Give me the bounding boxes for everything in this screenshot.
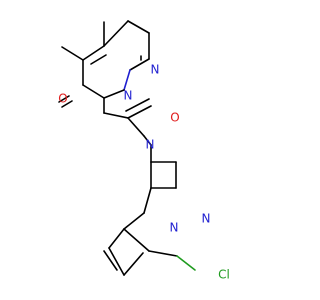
bond xyxy=(127,117,145,137)
bond xyxy=(82,84,105,99)
bond xyxy=(103,112,129,119)
bond xyxy=(103,20,129,47)
bond xyxy=(103,89,125,99)
atom-label-cl: Cl xyxy=(218,268,230,282)
atom-label-o: O xyxy=(58,92,67,106)
atom-labels: N N O O N N N Cl xyxy=(58,63,230,282)
atom-label-n: N xyxy=(124,89,133,103)
chemical-structure-diagram: N N O O N N N Cl xyxy=(58,20,230,282)
bond xyxy=(129,58,150,71)
atom-label-n: N xyxy=(151,63,160,77)
bond xyxy=(125,98,150,112)
bond xyxy=(61,46,84,61)
atom-label-o: O xyxy=(170,111,179,125)
bond xyxy=(58,95,70,103)
bond xyxy=(108,247,125,276)
bond xyxy=(108,228,125,249)
bond xyxy=(123,212,145,230)
bond xyxy=(143,187,152,214)
bond xyxy=(103,250,118,271)
atom-label-n: N xyxy=(202,212,211,226)
bond xyxy=(61,100,73,108)
bond xyxy=(123,252,144,276)
bond xyxy=(90,54,107,65)
bond xyxy=(123,69,131,91)
bond xyxy=(148,250,178,257)
bond xyxy=(127,105,152,119)
atom-label-n: N xyxy=(170,221,179,235)
bond xyxy=(82,45,105,61)
bond xyxy=(123,228,150,252)
bond xyxy=(143,135,152,146)
atom-label-n: N xyxy=(146,138,155,152)
bond xyxy=(127,20,150,34)
bond xyxy=(176,255,196,271)
bonds xyxy=(58,20,196,276)
